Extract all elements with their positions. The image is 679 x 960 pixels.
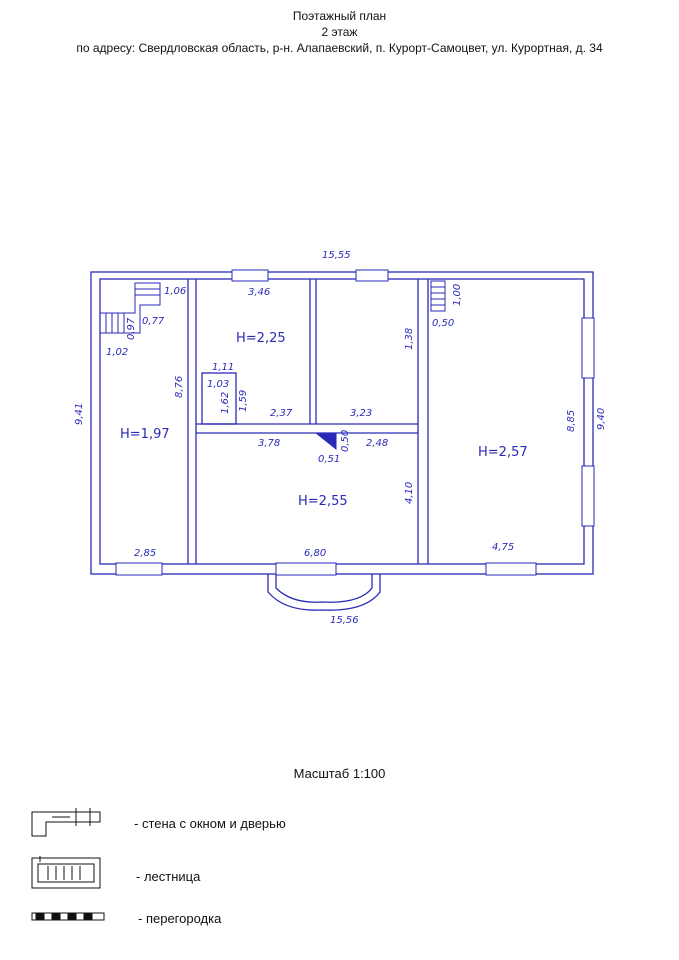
window-right-1 — [581, 317, 595, 379]
stair-right — [430, 280, 446, 312]
dim-stair2-d: 0,50 — [340, 430, 351, 452]
dim-closet-w: 1,11 — [212, 362, 234, 373]
window-bottom-2 — [275, 562, 337, 576]
outer-wall-inner — [99, 278, 585, 565]
bay-window-inner — [275, 574, 373, 603]
dim-right-stair-h: 1,00 — [452, 284, 463, 306]
dim-top-room-width: 3,46 — [248, 287, 270, 298]
dim-bottom-left: 2,85 — [134, 548, 156, 559]
dim-bottom-total: 15,56 — [330, 615, 359, 626]
dim-lower-w2: 2,48 — [366, 438, 388, 449]
address-line: по адресу: Свердловская область, р-н. Ал… — [76, 41, 603, 55]
bay-window — [267, 574, 381, 611]
room-heights: H=1,97 H=2,25 H=2,55 H=2,57 — [120, 331, 528, 509]
dimensions: 15,55 15,56 9,41 9,40 1,06 0,77 0,97 1,0… — [74, 250, 607, 626]
dim-mid-w1: 2,37 — [270, 408, 293, 419]
height-right-room: H=2,57 — [478, 445, 528, 460]
legend-wall-label: - стена с окном и дверью — [134, 816, 286, 831]
dim-left-height: 9,41 — [74, 403, 85, 425]
window-right-2 — [581, 465, 595, 527]
dim-closet-side2: 1,59 — [238, 390, 249, 412]
closet — [201, 372, 237, 425]
window-bottom-1 — [115, 562, 163, 576]
height-center-room: H=2,55 — [298, 494, 348, 509]
partition-icon — [31, 912, 105, 921]
dim-stair-width: 1,06 — [164, 286, 186, 297]
plan-title: Поэтажный план — [292, 9, 387, 23]
dim-right-stair-w: 0,50 — [432, 318, 454, 329]
stair-left — [100, 282, 161, 334]
outer-wall-outer — [90, 271, 594, 575]
floor-label: 2 этаж — [321, 25, 358, 39]
scale-label: Масштаб 1:100 — [293, 766, 386, 781]
dim-lower-w1: 3,78 — [258, 438, 280, 449]
stairs — [100, 280, 446, 451]
dim-right-height: 9,40 — [596, 408, 607, 430]
staircase-icon — [31, 856, 101, 889]
dim-stair-bottom: 1,02 — [106, 347, 128, 358]
window-top-1 — [231, 269, 269, 282]
walls — [90, 271, 594, 611]
windows — [115, 269, 595, 576]
dim-top-room-depth: 1,38 — [404, 328, 415, 350]
dim-stair2-w: 0,51 — [318, 454, 340, 465]
stair-center — [314, 432, 337, 451]
window-bottom-3 — [485, 562, 537, 576]
height-top-room: H=2,25 — [236, 331, 286, 346]
legend-stair-label: - лестница — [136, 869, 201, 884]
dim-top-total: 15,55 — [322, 250, 351, 261]
dim-mid-w2: 3,23 — [350, 408, 372, 419]
dim-stair-w2: 0,77 — [142, 316, 165, 327]
dim-bottom-mid: 6,80 — [304, 548, 326, 559]
legend-icons — [31, 808, 105, 921]
dim-right-room-depth: 8,85 — [566, 410, 577, 432]
dim-lower-depth: 4,10 — [404, 482, 415, 504]
dim-stair-w3: 0,97 — [126, 317, 137, 340]
dim-bottom-right: 4,75 — [492, 542, 514, 553]
window-top-2 — [355, 269, 389, 282]
wall-window-door-icon — [31, 808, 101, 837]
dim-partition-len: 8,76 — [174, 376, 185, 398]
legend-partition-label: - перегородка — [138, 911, 222, 926]
height-left-room: H=1,97 — [120, 427, 170, 442]
dim-closet-d: 1,03 — [207, 379, 229, 390]
dim-closet-side1: 1,62 — [220, 392, 231, 414]
